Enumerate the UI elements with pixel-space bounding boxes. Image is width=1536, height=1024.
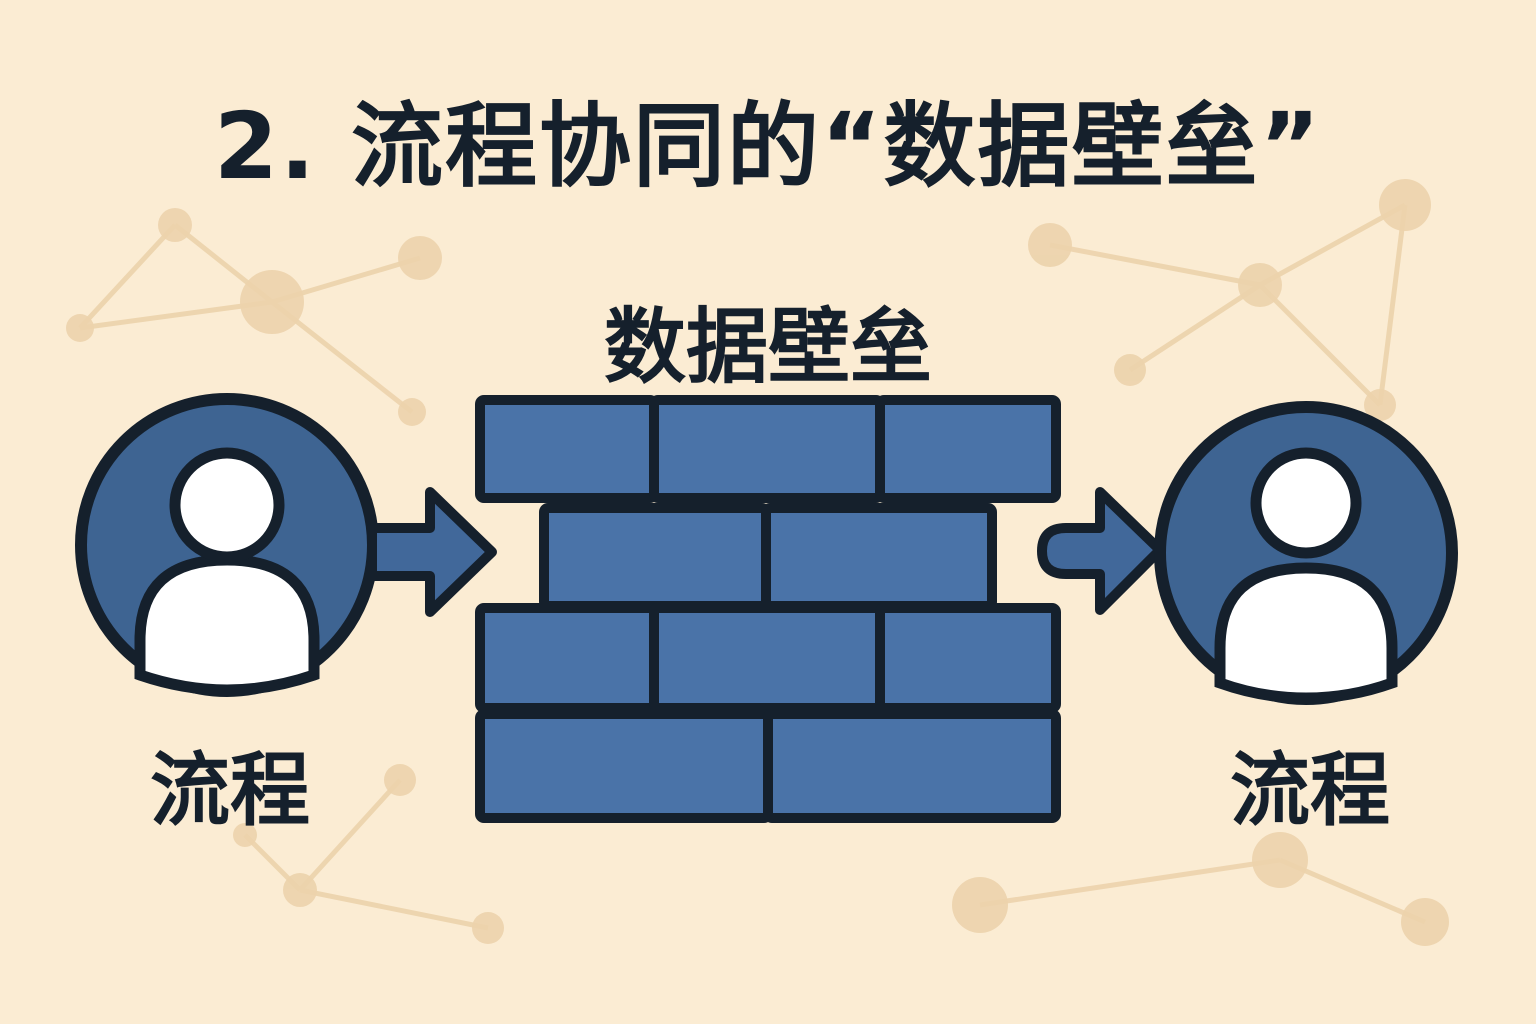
brick <box>763 709 1061 823</box>
brick <box>649 395 885 503</box>
right-process-person-icon <box>1154 401 1458 705</box>
data-wall-label: 数据壁垒 <box>603 300 932 395</box>
brick <box>475 395 659 503</box>
brick <box>475 709 773 823</box>
process-label-left: 流程 <box>150 744 310 837</box>
brick <box>649 603 885 713</box>
brick <box>875 395 1061 503</box>
page-title: 2. 流程协同的“数据壁垒” <box>214 93 1322 200</box>
brick-wall-icon <box>475 395 1061 823</box>
brick <box>875 603 1061 713</box>
brick <box>475 603 659 713</box>
left-process-person-icon <box>75 393 379 697</box>
left-arrow-icon <box>367 487 497 617</box>
right-arrow-icon <box>1037 487 1165 615</box>
process-label-right: 流程 <box>1230 744 1390 837</box>
brick <box>761 503 997 611</box>
brick <box>539 503 771 611</box>
